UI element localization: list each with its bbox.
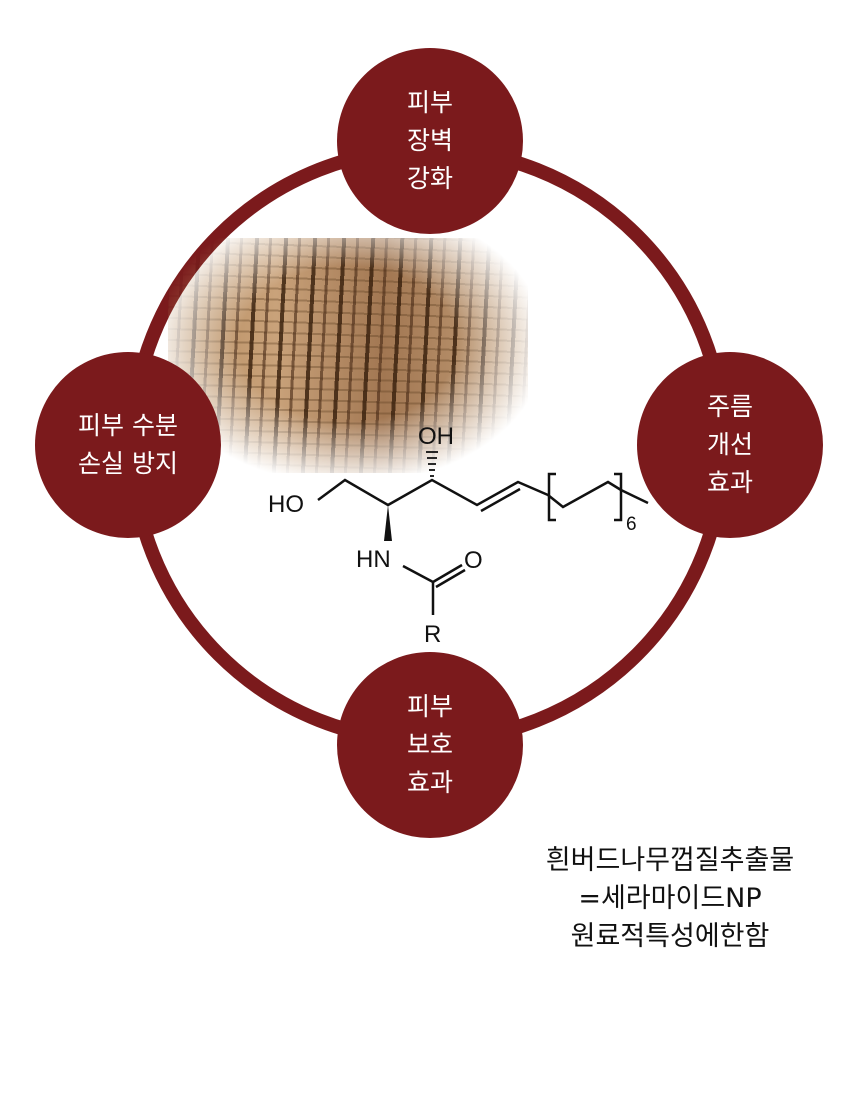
o-label: O: [464, 547, 483, 574]
ho-label: HO: [268, 491, 304, 518]
r-label: R: [424, 621, 441, 648]
solid-wedge: [384, 505, 392, 541]
double-bond: [480, 487, 521, 513]
bracket-left: [547, 472, 556, 522]
hash-wedge: [426, 451, 438, 477]
oh-label: OH: [418, 423, 454, 450]
backbone: [317, 478, 549, 507]
repeat-count: 6: [626, 514, 637, 535]
tree-bark-image: [168, 238, 528, 473]
hn-label: HN: [356, 546, 391, 573]
bracket-right: [614, 472, 623, 522]
